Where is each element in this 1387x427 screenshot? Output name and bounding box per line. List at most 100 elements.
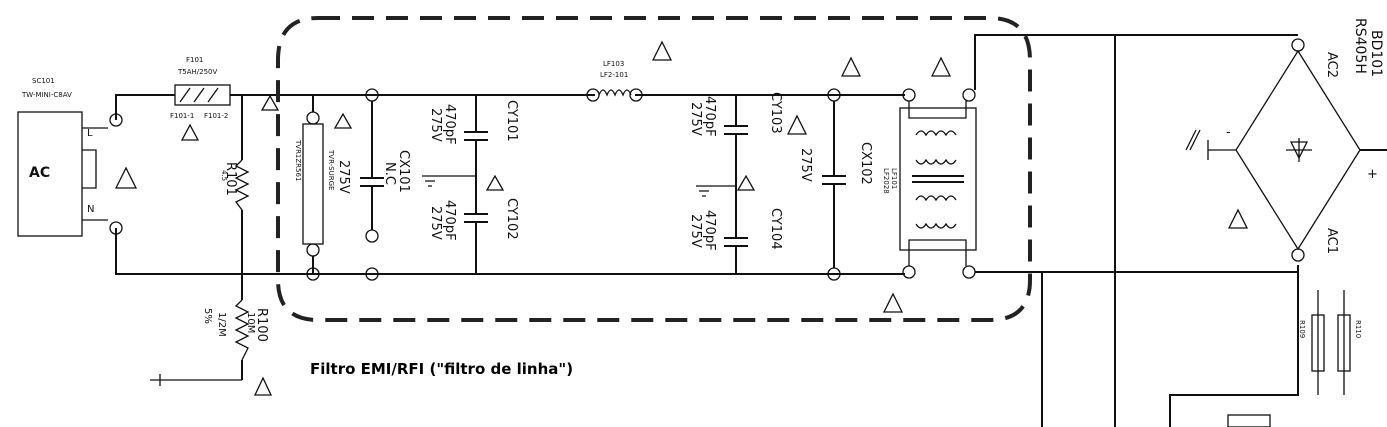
terminal-bd-ac2 (1291, 38, 1305, 52)
terminal-surge-top (306, 111, 320, 125)
line-wire-l-left (115, 94, 175, 120)
cx102-warning-icon (840, 56, 862, 77)
lf101-value: LF2028 (882, 168, 890, 194)
cy102-voltage: 275V (428, 206, 443, 240)
capacitor-cy103-cy104: CY103 470pF 275V CY104 470pF 275V (688, 92, 808, 274)
lf103-ref: LF103 (603, 60, 624, 68)
bd101-pin-ac2: AC2 (1324, 52, 1339, 78)
terminal-n (109, 221, 123, 235)
surge-text-1: TVR1ZR561 (294, 139, 302, 181)
r100-value-1: 10M (245, 312, 256, 333)
fuse-holder-1: F101-1 (170, 112, 194, 120)
right-resistor-text-1: R109 (1298, 320, 1306, 338)
fuse-rating: T5AH/250V (177, 68, 218, 76)
ac-source-bridge (82, 149, 97, 189)
r101-ref: R101 (223, 162, 238, 196)
lf101-coil-4 (915, 222, 957, 229)
terminal-l (109, 113, 123, 127)
capacitor-cy101-cy102: CY101 470pF 275V CY102 470pF 275V (422, 95, 519, 274)
bd101-part: RS405H (1352, 18, 1368, 74)
cy101-value: 470pF (442, 104, 457, 145)
filter-boundary-dashed (276, 16, 1032, 322)
cy101-plates (464, 131, 488, 141)
line-wires (115, 34, 1387, 427)
lf103-value: LF2-101 (600, 71, 628, 79)
line-wire-n (115, 228, 905, 275)
bridge-rectifier-bd101: BD101 RS405H AC2 AC1 + - (1185, 18, 1384, 254)
pin-l-label: L (87, 128, 93, 139)
cx102-value: 275V (798, 148, 813, 182)
right-resistors: R109 R110 (1227, 290, 1362, 427)
terminal-lf103-out (629, 88, 643, 102)
cy-ground-symbol (422, 175, 476, 187)
terminal-bd-ac1 (1291, 248, 1305, 262)
r100-warning-icon (253, 376, 273, 396)
surge-absorber: TVR1ZR561 TVR-SURGE (260, 94, 353, 274)
surge-warning-icon-2 (333, 112, 353, 129)
lf101-coil-3 (915, 195, 957, 202)
cy101-voltage: 275V (428, 108, 443, 142)
terminal-cx101-bottom (365, 229, 379, 243)
cy-warning-icon (485, 174, 505, 191)
fuse-element (179, 87, 219, 103)
resistor-r101: R101 4.5 (220, 95, 250, 274)
cy103-plates (724, 125, 748, 135)
cy2-warning-icon-2 (786, 114, 808, 135)
cy103-ref: CY103 (768, 92, 783, 134)
ac-source-leads (82, 127, 108, 221)
right-bottom-box (1227, 414, 1271, 427)
ac-warning-icon (114, 166, 138, 189)
bd101-pin-minus: - (1226, 125, 1231, 140)
cx101-note: N.C (382, 162, 397, 185)
r100-ref: R100 (254, 308, 269, 342)
bd101-warning-icon (1227, 208, 1249, 229)
terminal-lf101-in-bottom (902, 265, 916, 279)
bd101-minus-lead (1185, 129, 1236, 160)
cy102-plates (464, 213, 488, 223)
ac-source-box (17, 111, 83, 237)
lf101-frame (899, 107, 977, 251)
bd101-diode-symbol (1286, 138, 1312, 162)
right-resistor-leads (1317, 290, 1345, 395)
cy103-voltage: 275V (688, 102, 703, 136)
r100-body (234, 299, 250, 361)
fuse-holder-2: F101-2 (204, 112, 228, 120)
connector-id: SC101 (32, 77, 55, 85)
ac-source-label: AC (29, 165, 50, 181)
cy102-ref: CY102 (504, 198, 519, 240)
cy104-value: 470pF (702, 210, 717, 251)
choke-lf101: LF101 LF2028 (882, 56, 977, 313)
lf101-ref: LF101 (890, 168, 898, 189)
fuse-f101: F101 T5AH/250V F101-1 F101-2 (170, 56, 231, 141)
lf103-coil (598, 89, 632, 97)
output-wire-bottom (975, 271, 1043, 427)
ground-lead (150, 374, 242, 386)
cx101-ref: CX101 (396, 150, 411, 193)
cy2-ground-symbol (696, 185, 736, 197)
fuse-body (174, 84, 231, 106)
lf101-core (912, 175, 964, 183)
fuse-ref: F101 (186, 56, 203, 64)
lf101-coil-2 (915, 158, 957, 165)
terminal-surge-bottom (306, 243, 320, 257)
cx102-ref: CX102 (858, 142, 873, 185)
lf101-warning-icon-2 (882, 292, 904, 313)
safety-warning-icon (180, 123, 200, 141)
cx101-plates (360, 177, 384, 187)
cy2-warning-icon-1 (736, 174, 756, 191)
surge-text-2: TVR-SURGE (327, 149, 335, 190)
bd101-pin-ac1: AC1 (1324, 228, 1339, 254)
cy103-value: 470pF (702, 96, 717, 137)
capacitor-cx101: CX101 275V N.C (336, 101, 411, 230)
bd101-diamond (1235, 49, 1361, 251)
cy104-plates (724, 237, 748, 247)
lf101-warning-icon-1 (930, 56, 952, 77)
pin-n-label: N (87, 204, 94, 215)
r101-value: 4.5 (220, 170, 228, 181)
cy104-ref: CY104 (768, 208, 783, 250)
inductor-lf103: LF103 LF2-101 (598, 40, 673, 97)
cy104-voltage: 275V (688, 214, 703, 248)
r100-value-2: 5% (202, 308, 213, 324)
cy101-ref: CY101 (504, 100, 519, 142)
